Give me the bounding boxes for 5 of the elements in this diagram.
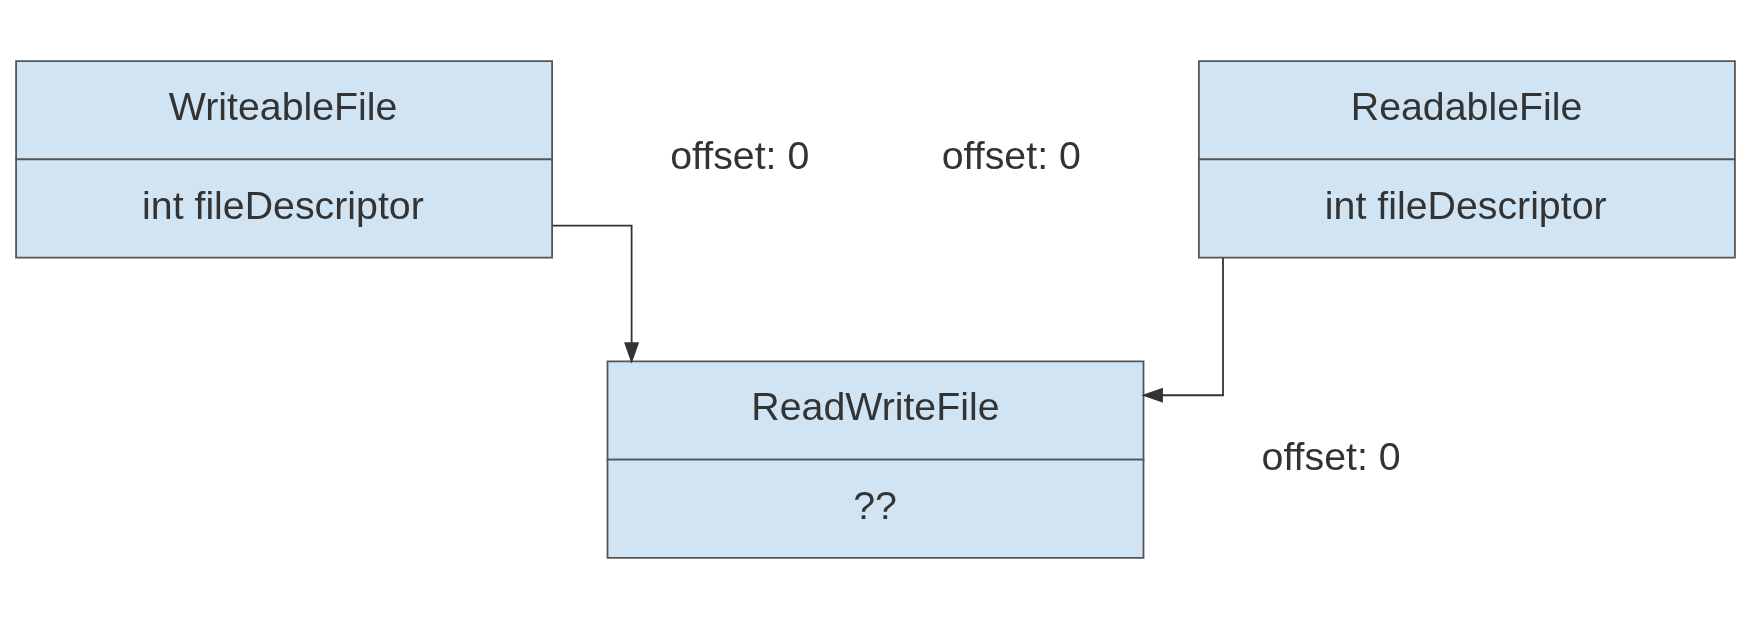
node-label: offset: 0 — [670, 132, 810, 177]
arrow — [1141, 256, 1224, 403]
node-label: offset: 0 — [941, 132, 1081, 177]
arrow — [551, 224, 640, 364]
node-label: offset: 0 — [1261, 433, 1401, 478]
